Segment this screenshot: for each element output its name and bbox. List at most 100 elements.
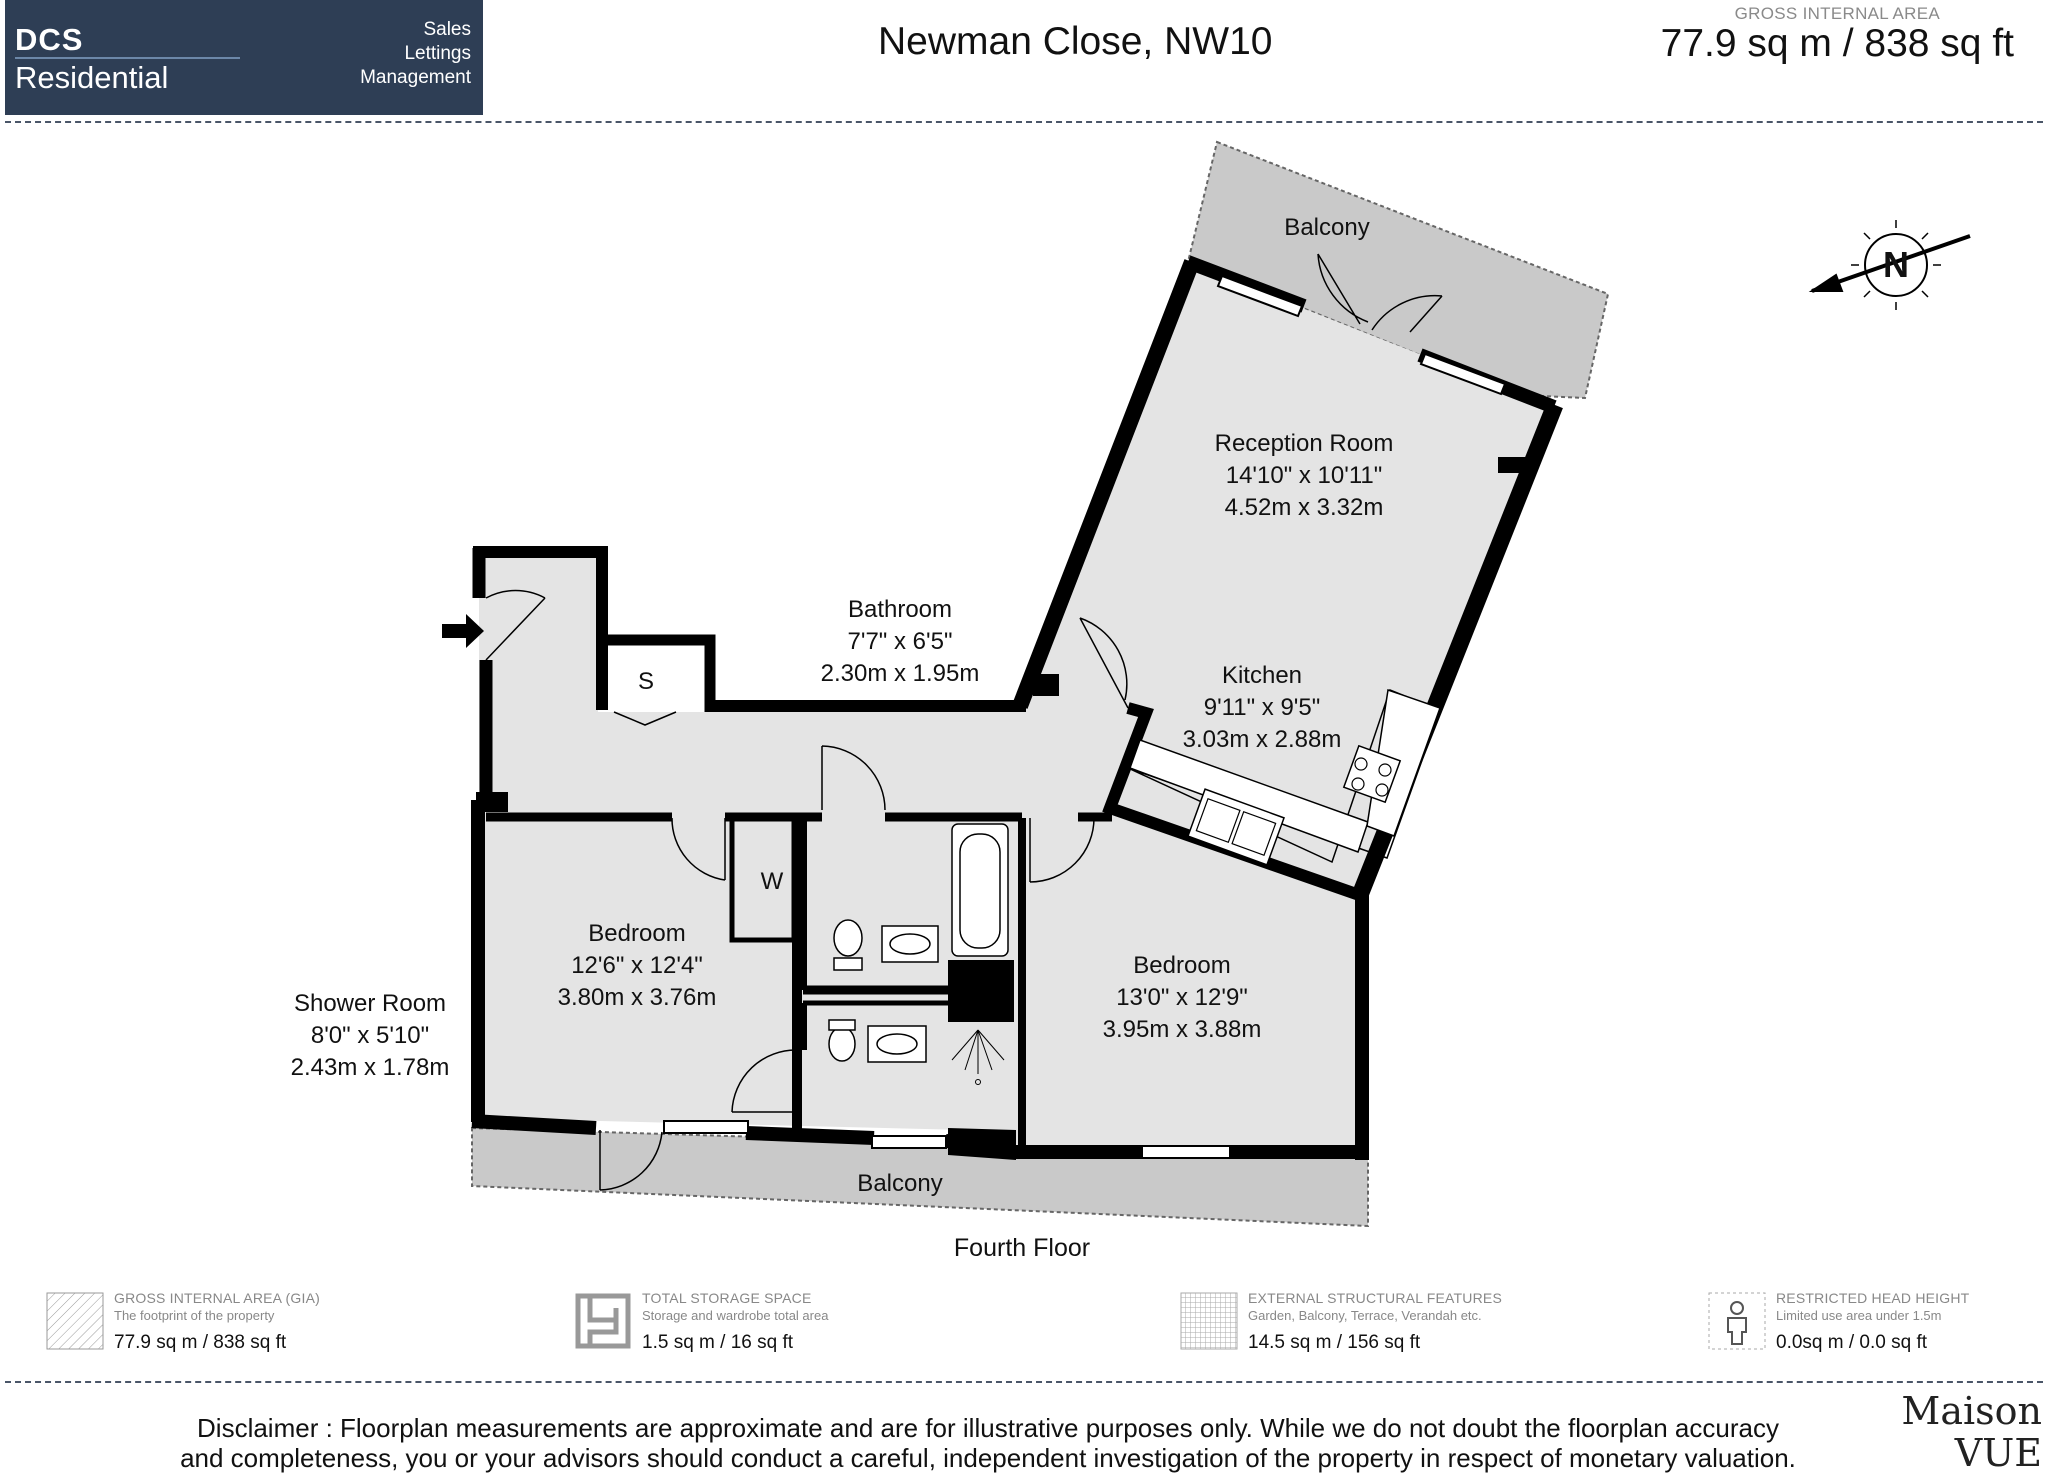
- legend-storage-title: TOTAL STORAGE SPACE: [642, 1290, 812, 1306]
- room-bathroom-imperial: 7'7" x 6'5": [847, 628, 953, 655]
- door-top-balcony-1: [1317, 253, 1369, 325]
- legend-gia-value: 77.9 sq m / 838 sq ft: [114, 1332, 287, 1353]
- sink-icon: [1187, 788, 1285, 866]
- window-balcony-left: [1216, 274, 1304, 318]
- room-bedroom-left-imperial: 12'6" x 12'4": [571, 952, 703, 979]
- agency-logo: DCS Residential Sales Lettings Managemen…: [5, 0, 483, 115]
- logo-services: Sales Lettings Management: [360, 18, 471, 90]
- room-bathroom-metric: 2.30m x 1.95m: [820, 660, 980, 687]
- shower-head-icon: [951, 1029, 1005, 1085]
- door-shower: [731, 1049, 798, 1113]
- wall-storage: [596, 634, 716, 712]
- compass-arrow-icon: [1808, 220, 1971, 310]
- legend-head-height-subtitle: Limited use area under 1.5m: [1776, 1308, 1942, 1323]
- legend-storage: TOTAL STORAGE SPACE Storage and wardrobe…: [574, 1290, 1054, 1360]
- header-divider: [5, 121, 2043, 123]
- person-icon: [1708, 1292, 1766, 1350]
- room-shower-name: Shower Room: [293, 990, 447, 1017]
- gia-caption: GROSS INTERNAL AREA: [1734, 4, 1940, 23]
- room-bedroom-left: Bedroom 12'6" x 12'4" 3.80m x 3.76m: [558, 918, 717, 1014]
- room-bedroom-left-metric: 3.80m x 3.76m: [557, 984, 717, 1011]
- wall-block-reception: [1498, 457, 1526, 473]
- toilet-icon: [833, 919, 863, 957]
- room-shower-metric: 2.43m x 1.78m: [290, 1054, 450, 1081]
- wall-block-shower: [948, 1128, 1016, 1160]
- disclaimer-line-2: and completeness, you or your advisors s…: [180, 1443, 1796, 1473]
- door-top-balcony-2: [1371, 294, 1443, 333]
- entrance-arrow-icon: [442, 614, 484, 648]
- room-bathroom-name: Bathroom: [847, 596, 953, 623]
- wall-bottom-2: [745, 1126, 875, 1145]
- legend-external-subtitle: Garden, Balcony, Terrace, Verandah etc.: [1248, 1308, 1482, 1323]
- room-kitchen: Kitchen 9'11" x 9'5" 3.03m x 2.88m: [1183, 660, 1342, 756]
- storage-pattern-icon: [575, 1293, 631, 1349]
- room-bedroom-right-name: Bedroom: [1133, 952, 1231, 979]
- room-bedroom-left-name: Bedroom: [588, 920, 686, 947]
- room-reception-name: Reception Room: [1214, 430, 1394, 457]
- legend-external: EXTERNAL STRUCTURAL FEATURES Garden, Bal…: [1180, 1290, 1660, 1360]
- logo-residential: Residential: [15, 60, 169, 95]
- balcony-top-area: [1186, 140, 1610, 400]
- brand-line-1: Maison: [1901, 1389, 2042, 1433]
- room-kitchen-name: Kitchen: [1221, 662, 1303, 689]
- room-bedroom-right-imperial: 13'0" x 12'9": [1116, 984, 1248, 1011]
- external-grid-icon: [1180, 1292, 1238, 1350]
- hob-icon: [1342, 744, 1402, 804]
- legend-storage-subtitle: Storage and wardrobe total area: [642, 1308, 829, 1323]
- window-shower: [871, 1135, 947, 1149]
- compass-letter: N: [1883, 244, 1909, 285]
- window-bedroom-left: [663, 1120, 749, 1134]
- door-bedroom-left: [671, 817, 726, 881]
- disclaimer: Disclaimer : Floorplan measurements are …: [108, 1413, 1868, 1473]
- brand-logo: Maison VUE: [1892, 1390, 2042, 1474]
- window-bedroom-right: [1141, 1145, 1231, 1159]
- wall-bottom-1: [471, 1114, 597, 1135]
- door-bedroom-right: [1029, 817, 1095, 883]
- logo-service-management: Management: [360, 67, 471, 88]
- wall-block-bath: [948, 960, 1014, 1022]
- room-reception: Reception Room 14'10" x 10'11" 4.52m x 3…: [1215, 428, 1394, 524]
- footer-divider: [5, 1381, 2043, 1383]
- storage-label: S: [637, 668, 655, 695]
- room-kitchen-imperial: 9'11" x 9'5": [1203, 694, 1321, 721]
- wall-block-kitchen: [1033, 674, 1059, 696]
- legend-external-title: EXTERNAL STRUCTURAL FEATURES: [1248, 1290, 1503, 1306]
- room-reception-metric: 4.52m x 3.32m: [1224, 494, 1384, 521]
- brand-line-2: VUE: [1954, 1431, 2042, 1475]
- room-shower: Shower Room 8'0" x 5'10" 2.43m x 1.78m: [291, 988, 450, 1084]
- wardrobe-label: W: [760, 868, 784, 895]
- legend-head-height-title: RESTRICTED HEAD HEIGHT: [1776, 1290, 1970, 1306]
- door-bath-entry: [821, 745, 886, 811]
- window-balcony-right: [1419, 352, 1507, 396]
- legend-external-value: 14.5 sq m / 156 sq ft: [1248, 1332, 1421, 1353]
- legend-gia-subtitle: The footprint of the property: [114, 1308, 275, 1323]
- room-balcony-bottom-name: Balcony: [857, 1170, 943, 1197]
- door-entrance: [485, 589, 546, 661]
- gia-value: 77.9 sq m / 838 sq ft: [1660, 22, 2014, 65]
- door-balcony-bottom: [599, 1130, 663, 1191]
- room-kitchen-metric: 3.03m x 2.88m: [1182, 726, 1342, 753]
- room-balcony-bottom: Balcony: [857, 1168, 942, 1200]
- room-balcony-top-name: Balcony: [1284, 214, 1370, 241]
- room-bedroom-right: Bedroom 13'0" x 12'9" 3.95m x 3.88m: [1103, 950, 1262, 1046]
- room-balcony-top: Balcony: [1284, 212, 1369, 244]
- room-bedroom-right-metric: 3.95m x 3.88m: [1102, 1016, 1262, 1043]
- logo-service-lettings: Lettings: [404, 43, 471, 64]
- floor-label: Fourth Floor: [953, 1234, 1091, 1262]
- room-shower-imperial: 8'0" x 5'10": [310, 1022, 430, 1049]
- legend-gia: GROSS INTERNAL AREA (GIA) The footprint …: [46, 1290, 526, 1360]
- logo-service-sales: Sales: [423, 19, 471, 40]
- legend-storage-value: 1.5 sq m / 16 sq ft: [642, 1332, 794, 1353]
- room-reception-imperial: 14'10" x 10'11": [1225, 462, 1383, 489]
- door-storage: [613, 711, 677, 726]
- room-bathroom: Bathroom 7'7" x 6'5" 2.30m x 1.95m: [821, 594, 980, 690]
- shower-toilet-icon: [828, 1026, 856, 1062]
- wall-block-hall: [476, 792, 508, 812]
- logo-divider: [15, 57, 240, 59]
- gia-hatch-icon: [46, 1292, 104, 1350]
- legend-gia-title: GROSS INTERNAL AREA (GIA): [114, 1290, 320, 1306]
- door-bathroom: [1079, 617, 1129, 709]
- legend-head-height: RESTRICTED HEAD HEIGHT Limited use area …: [1708, 1290, 2008, 1360]
- property-title: Newman Close, NW10: [878, 20, 1273, 63]
